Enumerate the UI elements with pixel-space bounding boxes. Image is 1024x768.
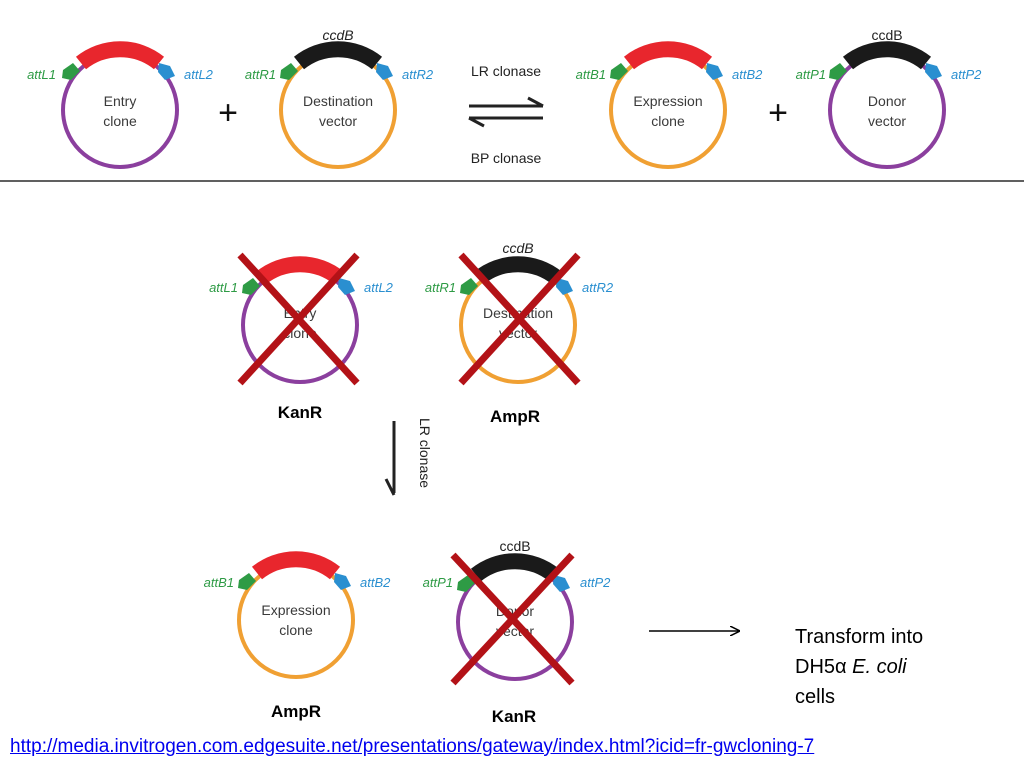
plus-sign: + [768,94,788,132]
att-site-left-marker [610,63,628,80]
transform-instruction: Transform into DH5α E. coli cells [795,622,1005,712]
plasmid-name-line1: Entry [104,93,137,109]
att-site-left-marker [829,63,847,80]
resistance-label: AmpR [490,407,540,426]
plasmid-name-line2: vector [319,113,357,129]
att-site-right: attB2 [732,67,763,82]
lr-clonase-label: LR clonase [417,418,433,488]
att-site-left: attB1 [576,67,606,82]
att-site-right-marker [338,278,355,295]
plasmid-name-line1: Expression [261,602,330,618]
ccdB-label: ccdB [871,27,902,43]
bottom-donor-vector: ccdB attP1 attP2 Donor vector KanR [423,538,611,726]
top-destination-vector: ccdB attR1 attR2 Destination vector [245,27,434,169]
cross-out-x-icon [458,252,581,386]
att-site-right-marker [706,63,723,80]
ccdB-segment [293,41,383,70]
att-site-left-marker [460,278,478,295]
plasmid-name-line1: Donor [868,93,906,109]
source-link[interactable]: http://media.invitrogen.com.edgesuite.ne… [10,736,815,757]
att-site-right-marker [158,63,175,80]
mid-destination-vector: ccdB attR1 attR2 Destination vector AmpR [425,240,614,426]
plus-sign: + [218,94,238,132]
plasmid-name-line1: Destination [303,93,373,109]
att-site-left: attL1 [27,67,56,82]
top-expression-clone: attB1 attB2 Expression clone [576,41,763,169]
ccdB-segment [470,553,560,582]
att-site-right-marker [334,573,351,590]
att-site-right: attR2 [582,280,614,295]
insert-segment [75,41,165,70]
bp-clonase-label: BP clonase [471,150,542,166]
top-donor-vector: ccdB attP1 attP2 Donor vector [796,27,982,169]
insert-segment [255,256,345,285]
strain-name: DH5α [795,656,853,678]
equilibrium-arrows: LR clonase BP clonase [468,63,544,166]
att-site-left: attB1 [204,575,234,590]
ccdB-segment [473,256,563,285]
mid-entry-clone: attL1 attL2 Entry clone KanR [209,252,394,422]
plasmid-name-line2: vector [868,113,906,129]
att-site-left: attR1 [425,280,456,295]
cross-out-x-icon [237,252,360,386]
att-site-left-marker [242,278,260,295]
plasmid-name-line2: clone [279,622,313,638]
att-site-right-marker [925,63,942,80]
down-arrow-head [384,478,396,496]
att-site-left: attP1 [796,67,826,82]
plasmid-name-line1: Expression [633,93,702,109]
att-site-right: attP2 [951,67,982,82]
att-site-left: attR1 [245,67,276,82]
att-site-right-marker [553,575,570,592]
organism-name: E. coli [852,656,907,678]
att-site-right-marker [376,63,393,80]
plasmid-name-line2: clone [103,113,137,129]
resistance-label: KanR [278,403,322,422]
ccdB-label: ccdB [499,538,530,554]
transform-line2: DH5α E. coli [795,652,1005,682]
att-site-right: attL2 [184,67,214,82]
ccdB-segment [842,41,932,70]
att-site-left: attL1 [209,280,238,295]
att-site-left-marker [62,63,80,80]
forward-arrow-head [527,96,544,108]
lr-clonase-label: LR clonase [471,63,541,79]
att-site-right: attB2 [360,575,391,590]
insert-segment [623,41,713,70]
bottom-expression-clone: attB1 attB2 Expression clone AmpR [204,551,391,721]
att-site-left-marker [280,63,298,80]
ccdB-label: ccdB [322,27,353,43]
att-site-right-marker [556,278,573,295]
cross-out-x-icon [450,552,575,686]
transform-line3: cells [795,686,836,708]
att-site-left-marker [457,575,475,592]
att-site-left-marker [238,573,256,590]
att-site-right: attP2 [580,575,611,590]
reverse-arrow-head [468,116,485,128]
plasmid-name-line2: clone [651,113,685,129]
lr-reaction-arrow: LR clonase [384,418,433,496]
ccdB-label: ccdB [502,240,533,256]
att-site-left: attP1 [423,575,453,590]
transform-line1: Transform into [795,626,924,648]
att-site-right: attR2 [402,67,434,82]
resistance-label: AmpR [271,702,321,721]
att-site-right: attL2 [364,280,394,295]
resistance-label: KanR [492,707,536,726]
insert-segment [251,551,341,580]
top-entry-clone: attL1 attL2 Entry clone [27,41,214,169]
